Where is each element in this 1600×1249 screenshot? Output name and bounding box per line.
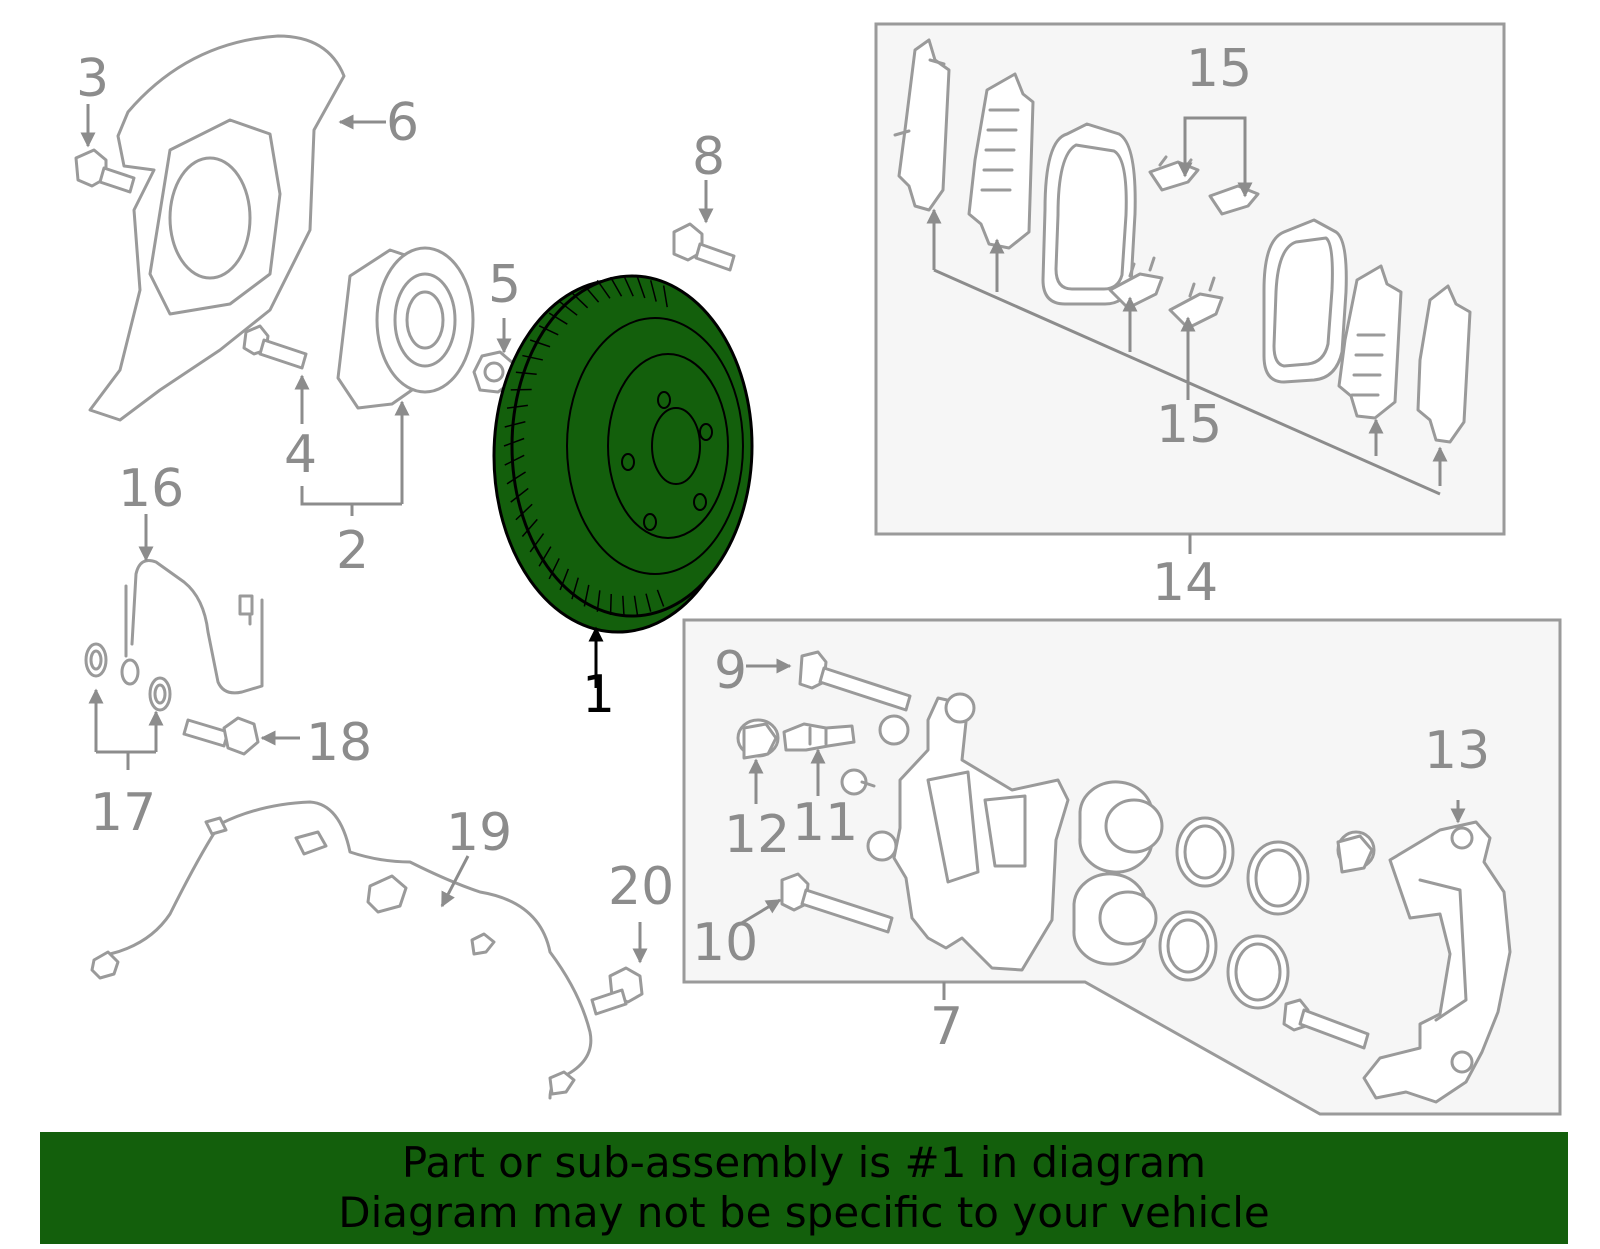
caliper-mount-bolt bbox=[672, 222, 736, 272]
hose-union-bolt bbox=[182, 716, 260, 756]
callout-16: 16 bbox=[118, 459, 184, 519]
callout-7: 7 bbox=[930, 997, 963, 1057]
callout-12: 12 bbox=[724, 805, 790, 865]
callout-10: 10 bbox=[692, 913, 758, 973]
dust-shield bbox=[88, 34, 346, 422]
caliper-housing bbox=[866, 692, 1070, 972]
pad-shim-outer-right bbox=[1416, 284, 1472, 444]
caliper-piston-upper bbox=[1078, 780, 1164, 874]
callout-15-top: 15 bbox=[1186, 39, 1252, 99]
guide-bolt-upper bbox=[798, 650, 912, 712]
callout-20: 20 bbox=[608, 857, 674, 917]
piston-seal-lower bbox=[1158, 910, 1218, 982]
callout-13: 13 bbox=[1424, 721, 1490, 781]
pad-kit-box bbox=[874, 22, 1506, 536]
pad-shim-outer-left bbox=[893, 38, 951, 212]
callout-18: 18 bbox=[306, 713, 372, 773]
piston-boot-upper bbox=[1246, 840, 1310, 916]
guide-bolt-lower bbox=[780, 872, 894, 934]
callout-19: 19 bbox=[446, 803, 512, 863]
piston-boot-lower bbox=[1226, 934, 1290, 1010]
hose-washer-left bbox=[84, 642, 108, 678]
caliper-piston-lower bbox=[1072, 872, 1158, 966]
piston-seal-upper bbox=[1175, 816, 1235, 888]
callout-14: 14 bbox=[1152, 553, 1218, 613]
bracket-bushing bbox=[1336, 830, 1376, 874]
bracket-bolt bbox=[1282, 998, 1370, 1050]
callout-5: 5 bbox=[488, 255, 521, 315]
hose-washer-right bbox=[148, 676, 172, 712]
sensor-bolt bbox=[590, 966, 644, 1016]
callout-3: 3 bbox=[76, 49, 109, 109]
callout-1: 1 bbox=[582, 665, 615, 725]
callout-17: 17 bbox=[90, 783, 156, 843]
caliper-small-plug bbox=[840, 768, 876, 796]
bleeder-screw bbox=[782, 722, 856, 752]
banner-line-1: Part or sub-assembly is #1 in diagram bbox=[401, 1138, 1207, 1187]
wheel-stud bbox=[242, 324, 308, 370]
callout-2: 2 bbox=[336, 521, 369, 581]
brake-pad-outer bbox=[1041, 122, 1137, 306]
callout-11: 11 bbox=[792, 793, 858, 853]
shield-bolt bbox=[74, 148, 136, 194]
banner-line-2: Diagram may not be specific to your vehi… bbox=[338, 1188, 1270, 1237]
caliper-bracket bbox=[1362, 820, 1512, 1104]
brake-rotor-highlighted bbox=[492, 274, 754, 634]
pad-shim-inner-left bbox=[967, 72, 1035, 250]
callout-8: 8 bbox=[692, 127, 725, 187]
wheel-hub-bearing bbox=[336, 246, 475, 410]
pad-shim-inner-right bbox=[1337, 264, 1403, 420]
callout-9: 9 bbox=[714, 641, 747, 701]
brake-hose bbox=[120, 559, 264, 695]
info-banner: Part or sub-assembly is #1 in diagram Di… bbox=[40, 1132, 1568, 1244]
callout-6: 6 bbox=[386, 93, 419, 153]
callout-15-bottom: 15 bbox=[1156, 395, 1222, 455]
bleeder-cap bbox=[736, 718, 780, 760]
abs-sensor-harness bbox=[90, 800, 593, 1100]
callout-4: 4 bbox=[284, 425, 317, 485]
brake-pad-inner bbox=[1262, 218, 1348, 384]
